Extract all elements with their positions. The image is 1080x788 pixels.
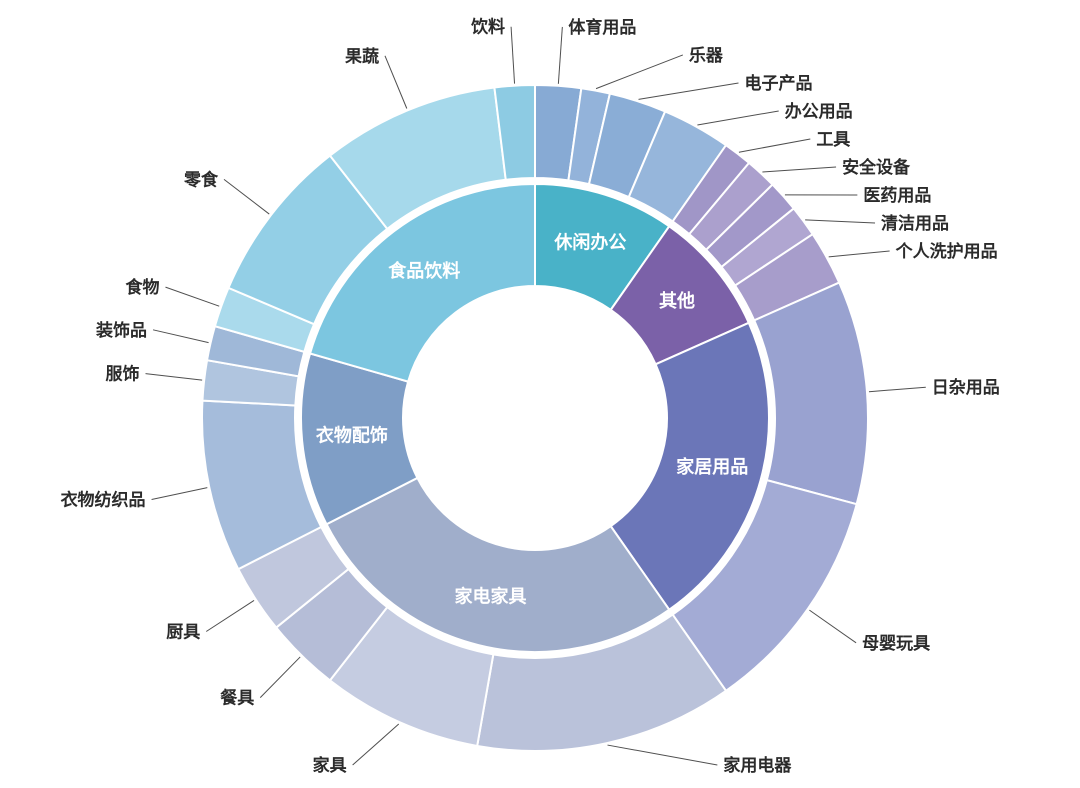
label-leader-line — [151, 487, 208, 500]
label-leader-line — [762, 166, 837, 173]
label-leader-line — [868, 386, 926, 393]
label-leader-line — [510, 26, 516, 84]
label-leader-line — [828, 250, 890, 258]
outer-segment-label: 体育用品 — [568, 17, 636, 37]
outer-segment-label: 医药用品 — [863, 185, 931, 205]
outer-segment-label: 安全设备 — [842, 157, 911, 177]
inner-segment-label: 家居用品 — [676, 456, 748, 477]
label-leader-line — [352, 723, 400, 766]
inner-segment-label: 衣物配饰 — [316, 425, 388, 446]
outer-segment-label: 衣物纺织品 — [61, 490, 146, 510]
label-leader-line — [697, 110, 779, 126]
outer-segment-6-4[interactable] — [493, 83, 536, 181]
outer-segment-label: 装饰品 — [95, 320, 147, 340]
inner-segment-label: 其他 — [659, 290, 695, 311]
label-leader-line — [638, 82, 739, 100]
label-leader-line — [738, 138, 811, 153]
outer-segment-label: 清洁用品 — [881, 213, 949, 233]
inner-segment-label: 食品饮料 — [387, 260, 460, 281]
label-leader-line — [595, 54, 684, 90]
label-leader-line — [259, 656, 301, 698]
outer-segment-3-1[interactable] — [752, 281, 869, 506]
outer-segment-label: 工具 — [816, 130, 850, 149]
outer-segment-label: 餐具 — [220, 688, 254, 708]
outer-segment-label: 厨具 — [166, 622, 200, 641]
outer-segment-label: 服饰 — [106, 364, 140, 384]
outer-segment-label: 家用电器 — [723, 755, 792, 775]
inner-segment-4[interactable] — [325, 476, 671, 653]
outer-segment-label: 母婴玩具 — [862, 634, 930, 653]
outer-segment-label: 日杂用品 — [932, 377, 1000, 397]
inner-segment-6[interactable] — [308, 182, 536, 383]
outer-segment-label: 电子产品 — [744, 73, 812, 93]
outer-segment-label: 零食 — [183, 169, 219, 189]
outer-segment-label: 办公用品 — [785, 101, 853, 121]
outer-segment-label: 饮料 — [470, 17, 505, 37]
label-leader-line — [152, 329, 209, 344]
inner-segment-label: 休闲办公 — [553, 232, 626, 253]
label-leader-line — [384, 55, 408, 109]
label-leader-line — [557, 26, 563, 84]
outer-segment-label: 乐器 — [689, 46, 724, 65]
outer-segment-label: 果蔬 — [345, 47, 379, 66]
label-leader-line — [805, 219, 876, 224]
inner-segment-label: 家电家具 — [454, 586, 526, 607]
outer-segment-label: 食物 — [125, 277, 159, 297]
label-leader-line — [205, 600, 255, 632]
outer-segment-label: 家具 — [313, 755, 347, 775]
label-leader-line — [223, 178, 270, 215]
label-leader-line — [607, 744, 718, 766]
label-leader-line — [145, 373, 203, 381]
label-leader-line — [809, 609, 857, 644]
outer-segment-label: 个人洗护用品 — [895, 241, 998, 261]
label-leader-line — [165, 286, 220, 307]
inner-segment-3[interactable] — [609, 321, 770, 612]
